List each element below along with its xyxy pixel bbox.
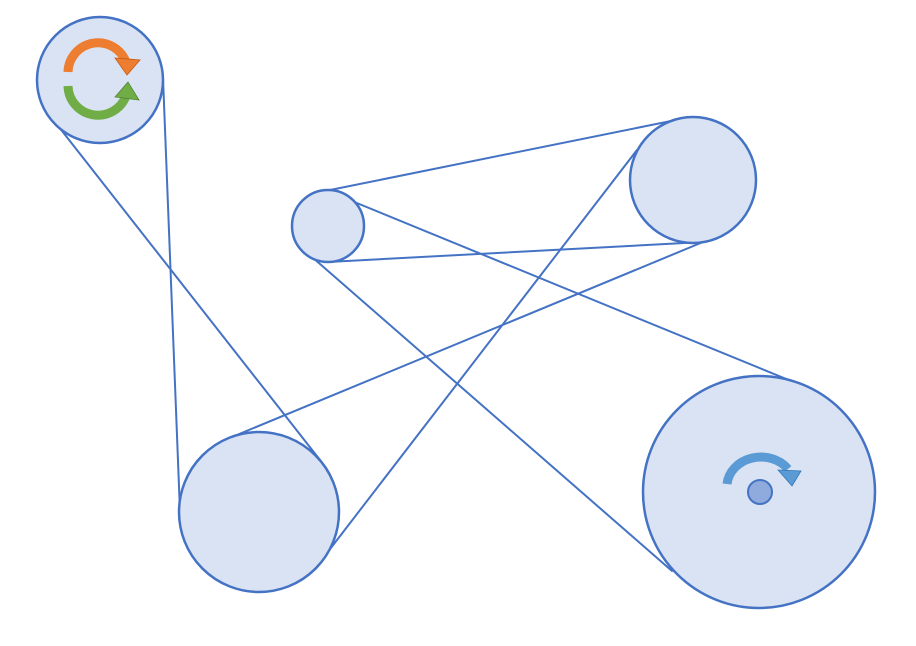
- belt-segment: [329, 119, 677, 191]
- blue-rotation-arc: [722, 452, 792, 485]
- belt-segment: [162, 77, 181, 513]
- pulley-top-left: [35, 15, 165, 145]
- refresh-cycle-icon: [63, 38, 141, 120]
- belt-segment: [346, 198, 797, 384]
- orange-arrowhead: [114, 57, 141, 76]
- belts: [54, 77, 797, 572]
- belt-segment: [231, 241, 704, 438]
- belt-segment: [54, 121, 321, 461]
- pulleys: [35, 15, 877, 610]
- blue-rotation-arrowhead: [777, 469, 802, 487]
- clockwise-rotation-icon: [722, 452, 802, 505]
- green-arrow-arc: [63, 85, 131, 120]
- pulley-top-right: [628, 115, 758, 245]
- drive-hub: [747, 479, 773, 505]
- belt-segment: [326, 149, 638, 554]
- belt-segment: [311, 256, 673, 572]
- pulley-small-middle: [290, 188, 366, 264]
- orange-arrow-arc: [63, 38, 131, 73]
- pulley-bottom-left: [177, 430, 341, 594]
- belt-segment: [327, 241, 704, 263]
- green-arrowhead: [114, 81, 140, 101]
